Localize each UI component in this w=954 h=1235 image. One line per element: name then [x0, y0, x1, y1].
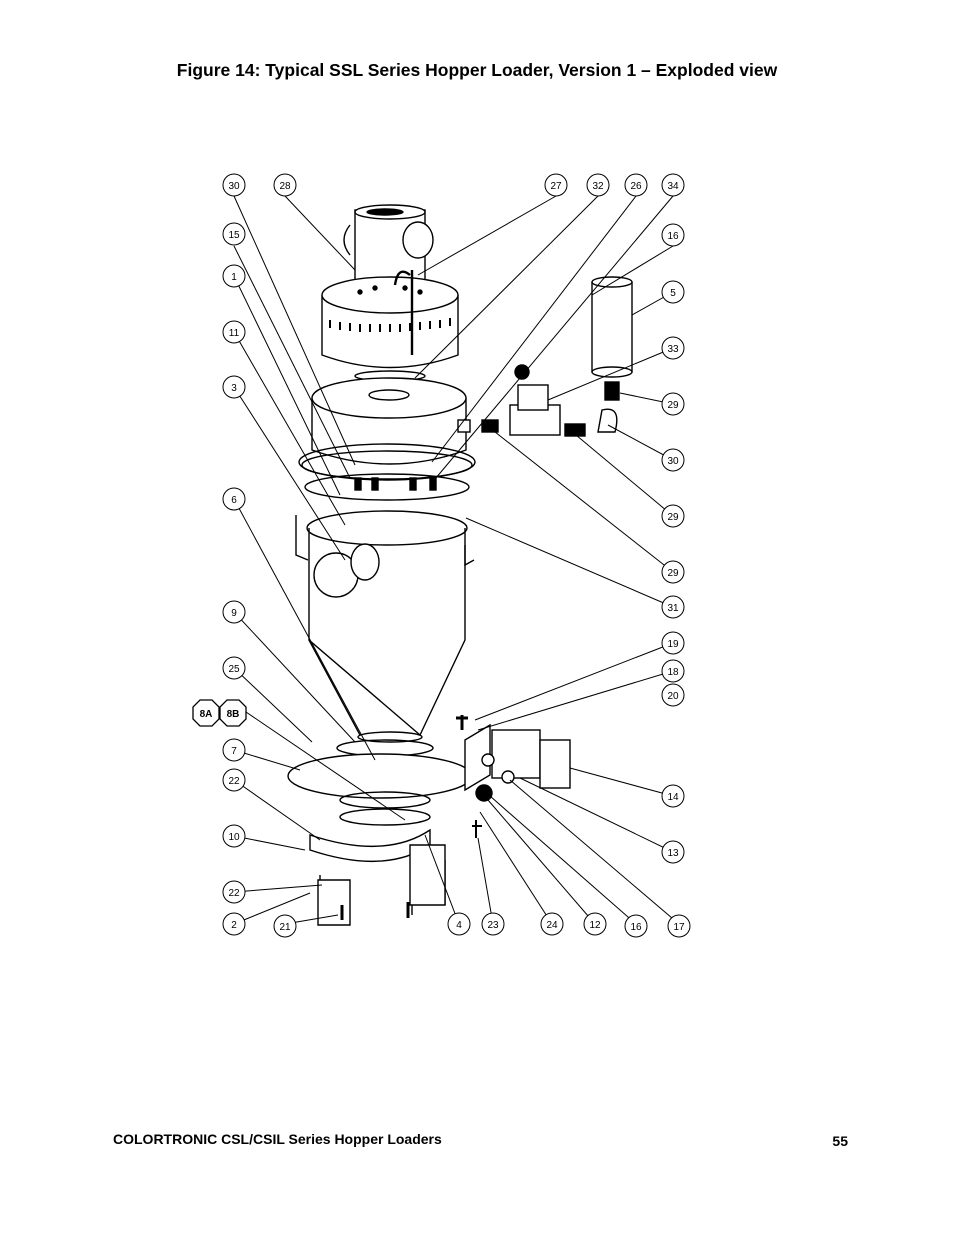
svg-text:18: 18: [667, 667, 679, 678]
callout-2: 2: [222, 912, 246, 936]
svg-text:4: 4: [456, 920, 462, 931]
callout-29-a: 29: [661, 392, 685, 416]
callout-6: 6: [222, 487, 246, 511]
page-title: Figure 14: Typical SSL Series Hopper Loa…: [176, 60, 778, 80]
svg-text:9: 9: [231, 608, 237, 619]
svg-text:25: 25: [228, 664, 240, 675]
callout-32: 32: [586, 173, 610, 197]
callout-21: 21: [273, 914, 297, 938]
callout-8B: 8B: [219, 699, 247, 727]
svg-text:19: 19: [667, 639, 679, 650]
callout-25: 25: [222, 656, 246, 680]
svg-text:31: 31: [667, 603, 679, 614]
callout-8A: 8A: [192, 699, 220, 727]
svg-text:2: 2: [231, 920, 237, 931]
svg-text:10: 10: [228, 832, 240, 843]
callout-30-top: 30: [222, 173, 246, 197]
svg-text:12: 12: [589, 920, 601, 931]
svg-text:7: 7: [231, 746, 237, 757]
svg-text:20: 20: [667, 691, 679, 702]
svg-text:24: 24: [546, 920, 558, 931]
callout-11: 11: [222, 320, 246, 344]
svg-text:29: 29: [667, 512, 679, 523]
svg-text:30: 30: [667, 456, 679, 467]
svg-text:6: 6: [231, 495, 237, 506]
svg-text:5: 5: [670, 288, 676, 299]
svg-text:26: 26: [630, 181, 642, 192]
callout-29-c: 29: [661, 560, 685, 584]
svg-text:28: 28: [279, 181, 291, 192]
callout-33: 33: [661, 336, 685, 360]
callout-4: 4: [447, 912, 471, 936]
hopper-loader-drawing: [287, 204, 633, 926]
part-callouts: 30 28 27 32 26 34 15 16 1 5 11 33 3 29 3…: [192, 173, 691, 938]
svg-text:8B: 8B: [227, 709, 240, 720]
callout-16-top: 16: [661, 223, 685, 247]
leader-lines: [233, 195, 680, 925]
callout-34: 34: [661, 173, 685, 197]
callout-19: 19: [661, 631, 685, 655]
callout-28: 28: [273, 173, 297, 197]
callout-23: 23: [481, 912, 505, 936]
svg-text:13: 13: [667, 848, 679, 859]
callout-16-bottom: 16: [624, 914, 648, 938]
callout-29-b: 29: [661, 504, 685, 528]
callout-24: 24: [540, 912, 564, 936]
svg-text:1: 1: [231, 272, 237, 283]
callout-9: 9: [222, 600, 246, 624]
callout-20: 20: [661, 683, 685, 707]
svg-text:15: 15: [228, 230, 240, 241]
svg-text:16: 16: [667, 231, 679, 242]
callout-18: 18: [661, 659, 685, 683]
callout-31: 31: [661, 595, 685, 619]
callout-14: 14: [661, 784, 685, 808]
svg-text:14: 14: [667, 792, 679, 803]
callout-12: 12: [583, 912, 607, 936]
callout-26: 26: [624, 173, 648, 197]
callout-30-right: 30: [661, 448, 685, 472]
svg-text:23: 23: [487, 920, 499, 931]
svg-text:17: 17: [673, 922, 685, 933]
callout-13: 13: [661, 840, 685, 864]
svg-text:29: 29: [667, 568, 679, 579]
svg-text:29: 29: [667, 400, 679, 411]
callout-1: 1: [222, 264, 246, 288]
svg-text:21: 21: [279, 922, 291, 933]
callout-7: 7: [222, 738, 246, 762]
callout-17: 17: [667, 914, 691, 938]
callout-10: 10: [222, 824, 246, 848]
page-number: 55: [832, 1133, 848, 1149]
callout-5: 5: [661, 280, 685, 304]
svg-text:3: 3: [231, 383, 237, 394]
svg-text:27: 27: [550, 181, 562, 192]
svg-text:8A: 8A: [200, 709, 213, 720]
callout-27: 27: [544, 173, 568, 197]
svg-text:33: 33: [667, 344, 679, 355]
callout-22-top: 22: [222, 768, 246, 792]
callout-15: 15: [222, 222, 246, 246]
callout-22-bottom: 22: [222, 880, 246, 904]
svg-text:30: 30: [228, 181, 240, 192]
callout-3: 3: [222, 375, 246, 399]
svg-text:16: 16: [630, 922, 642, 933]
svg-text:32: 32: [592, 181, 604, 192]
svg-text:11: 11: [229, 328, 240, 339]
footer-document-title: COLORTRONIC CSL/CSIL Series Hopper Loade…: [113, 1131, 442, 1147]
svg-text:34: 34: [667, 181, 679, 192]
svg-text:22: 22: [228, 888, 240, 899]
svg-text:22: 22: [228, 776, 240, 787]
